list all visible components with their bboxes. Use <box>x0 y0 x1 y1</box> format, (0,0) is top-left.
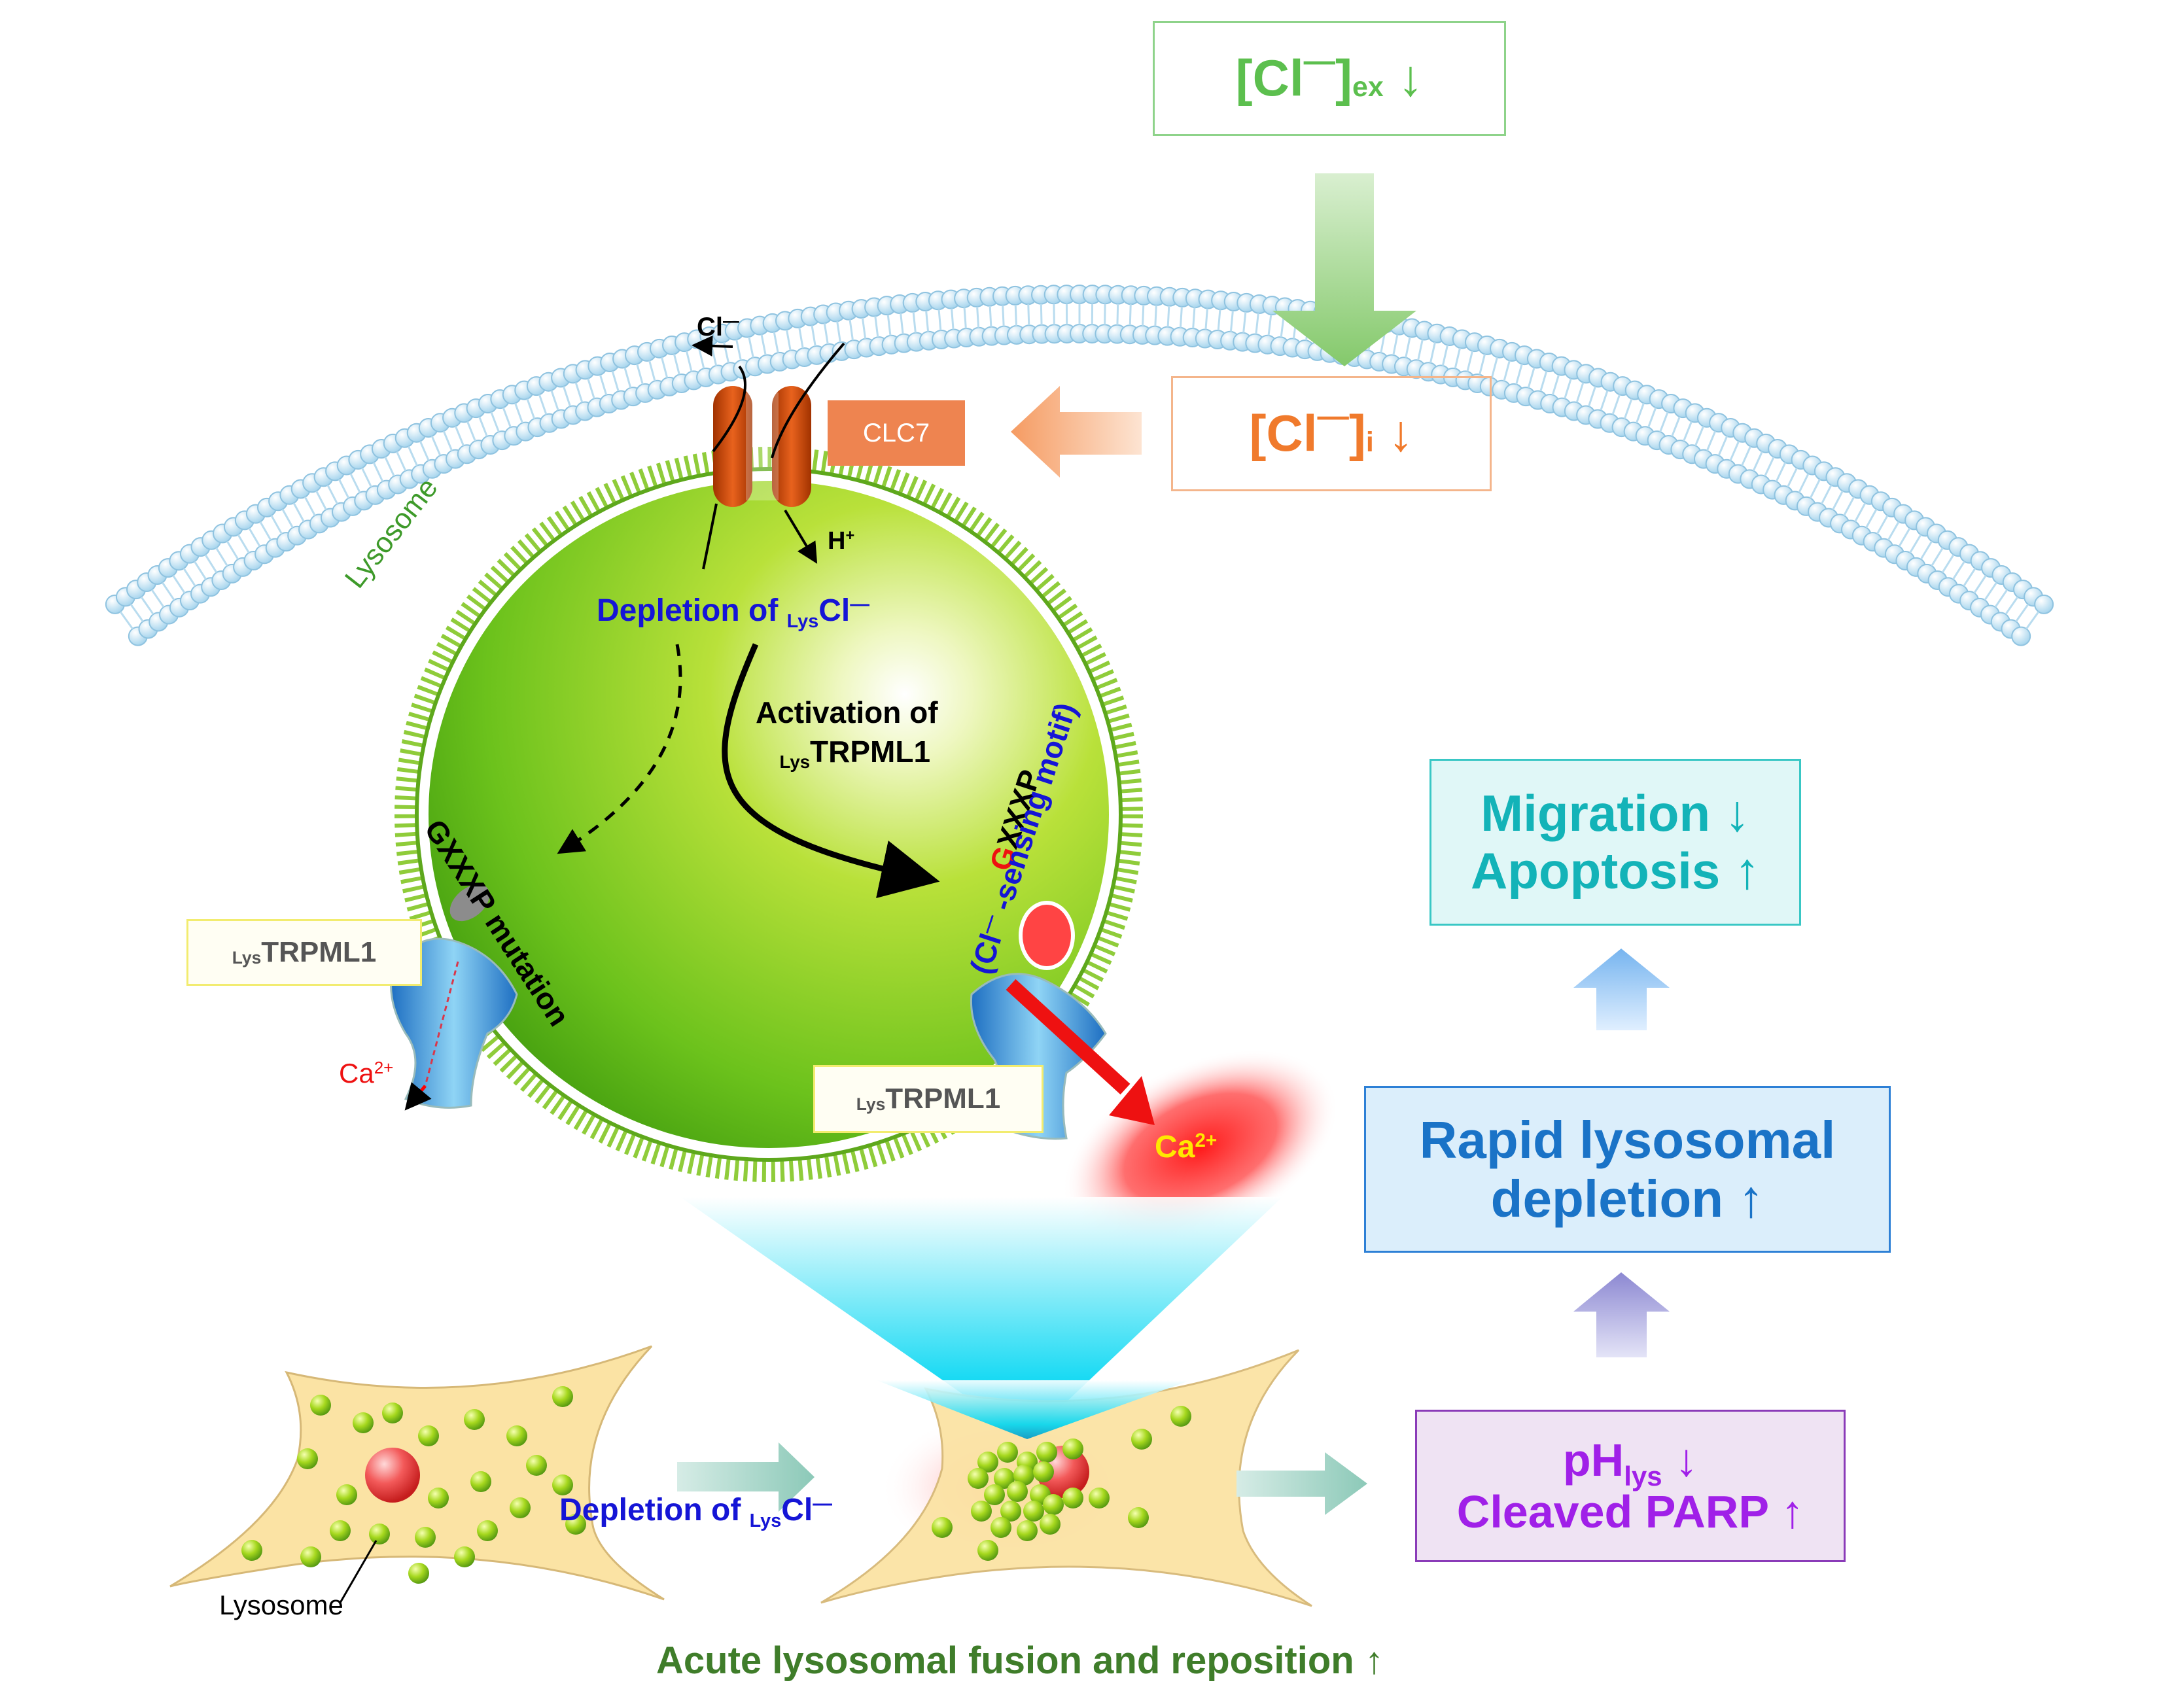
depletion-lys-cl-top: Depletion of LysCl— <box>597 593 869 631</box>
cl-ex-to-cl-i-arrow <box>1272 173 1416 366</box>
activation-label: Activation of LysTRPML1 <box>756 693 938 772</box>
lysosome-rim <box>395 447 1143 1182</box>
depletion-bottom-sub: Lys <box>749 1510 782 1532</box>
ca-right-label: Ca2+ <box>1155 1129 1218 1164</box>
migration-text: Migration ↓ <box>1481 784 1750 843</box>
ca-release-arrow <box>1006 979 1131 1095</box>
trpml-right-sub: Lys <box>856 1094 886 1115</box>
plasma-membrane <box>105 285 2054 646</box>
cl-ex-sub: ex <box>1352 71 1384 103</box>
depletion-top-dash: — <box>850 593 869 615</box>
cl-ex-arrow: ↓ <box>1397 49 1424 107</box>
depletion-bottom-dash: — <box>813 1492 832 1514</box>
clc7-label: CLC7 <box>828 400 965 466</box>
ca-left-label: Ca2+ <box>339 1057 394 1089</box>
cl-ex-box: [Cl—]ex ↓ <box>1153 21 1506 136</box>
activation-line2: LysTRPML1 <box>756 733 938 773</box>
ph-sub: lys <box>1624 1460 1662 1491</box>
cl-ex-dash: — <box>1303 43 1335 79</box>
cl-ion-dash: — <box>723 313 739 331</box>
rapid-to-migration-arrow <box>1573 949 1670 1030</box>
rapid-depletion-box: Rapid lysosomal depletion ↑ <box>1364 1086 1891 1253</box>
ph-parp-box: pHlys ↓ Cleaved PARP ↑ <box>1415 1410 1846 1562</box>
cl-ion-text: Cl <box>697 313 723 341</box>
to-ph-arrow <box>1236 1452 1367 1515</box>
bottom-caption: Acute lysosomal fusion and reposition ↑ <box>656 1639 1384 1682</box>
apoptosis-text: Apoptosis ↑ <box>1471 841 1760 899</box>
lysosome-dots-before <box>241 1386 586 1584</box>
depletion-bottom-prefix: Depletion of <box>559 1493 750 1527</box>
dashed-arrow-to-mutation <box>557 644 682 854</box>
cl-ex-prefix: [Cl <box>1235 49 1304 107</box>
clc7-channel-icon <box>692 335 845 570</box>
cl-i-prefix: [Cl <box>1249 404 1318 462</box>
clc7-text: CLC7 <box>862 418 930 447</box>
h-ion-label: H+ <box>828 527 855 555</box>
migration-apoptosis-box: Migration ↓ Apoptosis ↑ <box>1429 759 1801 926</box>
ca-left-base: Ca <box>339 1058 374 1089</box>
zoom-cone <box>680 1197 1282 1439</box>
activation-sub: Lys <box>779 752 811 773</box>
cl-i-dash: — <box>1317 398 1349 434</box>
rapid-line1: Rapid lysosomal <box>1419 1110 1836 1169</box>
cl-i-box: [Cl—]i ↓ <box>1171 376 1492 491</box>
ph-text: pH <box>1562 1435 1624 1486</box>
lysosome-body <box>429 481 1109 1148</box>
cl-ion-label: Cl— <box>697 313 739 341</box>
ph-to-rapid-arrow <box>1573 1272 1670 1357</box>
trpml-left-sub: Lys <box>232 948 262 968</box>
ph-arrow: ↓ <box>1662 1435 1698 1486</box>
ca-right-base: Ca <box>1155 1130 1195 1164</box>
ph-line: pHlys ↓ <box>1562 1435 1698 1491</box>
depletion-arrow <box>677 1442 815 1512</box>
ca-left-sup: 2+ <box>374 1057 394 1077</box>
activation-arrow <box>722 643 940 898</box>
h-ion-sup: + <box>845 527 855 544</box>
activation-line1: Activation of <box>756 695 938 729</box>
trpml-left-name: TRPML1 <box>261 936 377 969</box>
nucleus-before <box>365 1448 420 1503</box>
h-ion-text: H <box>828 527 846 555</box>
depletion-top-prefix: Depletion of <box>597 593 787 628</box>
activation-trpml: TRPML1 <box>810 734 931 769</box>
cl-i-sub: i <box>1365 426 1374 458</box>
depletion-top-ion: Cl <box>818 593 851 628</box>
trpml1-left-channel-icon <box>390 884 518 1111</box>
depletion-bottom-ion: Cl <box>781 1493 813 1527</box>
lysosome-cell-label: Lysosome <box>219 1590 343 1620</box>
cl-i-to-clc7-arrow <box>1011 386 1142 478</box>
cl-ex-close: ] <box>1335 49 1352 107</box>
depletion-top-sub: Lys <box>786 611 819 633</box>
lysosome-dots-after <box>932 1406 1191 1561</box>
parp-text: Cleaved PARP ↑ <box>1456 1486 1804 1537</box>
trpml-right-name: TRPML1 <box>885 1083 1001 1115</box>
ca-right-sup: 2+ <box>1195 1129 1218 1151</box>
rapid-line2: depletion ↑ <box>1490 1169 1764 1228</box>
depletion-lys-cl-bottom: Depletion of LysCl— <box>559 1492 832 1530</box>
cl-i-close: ] <box>1348 404 1366 462</box>
cl-i-arrow: ↓ <box>1388 404 1414 462</box>
